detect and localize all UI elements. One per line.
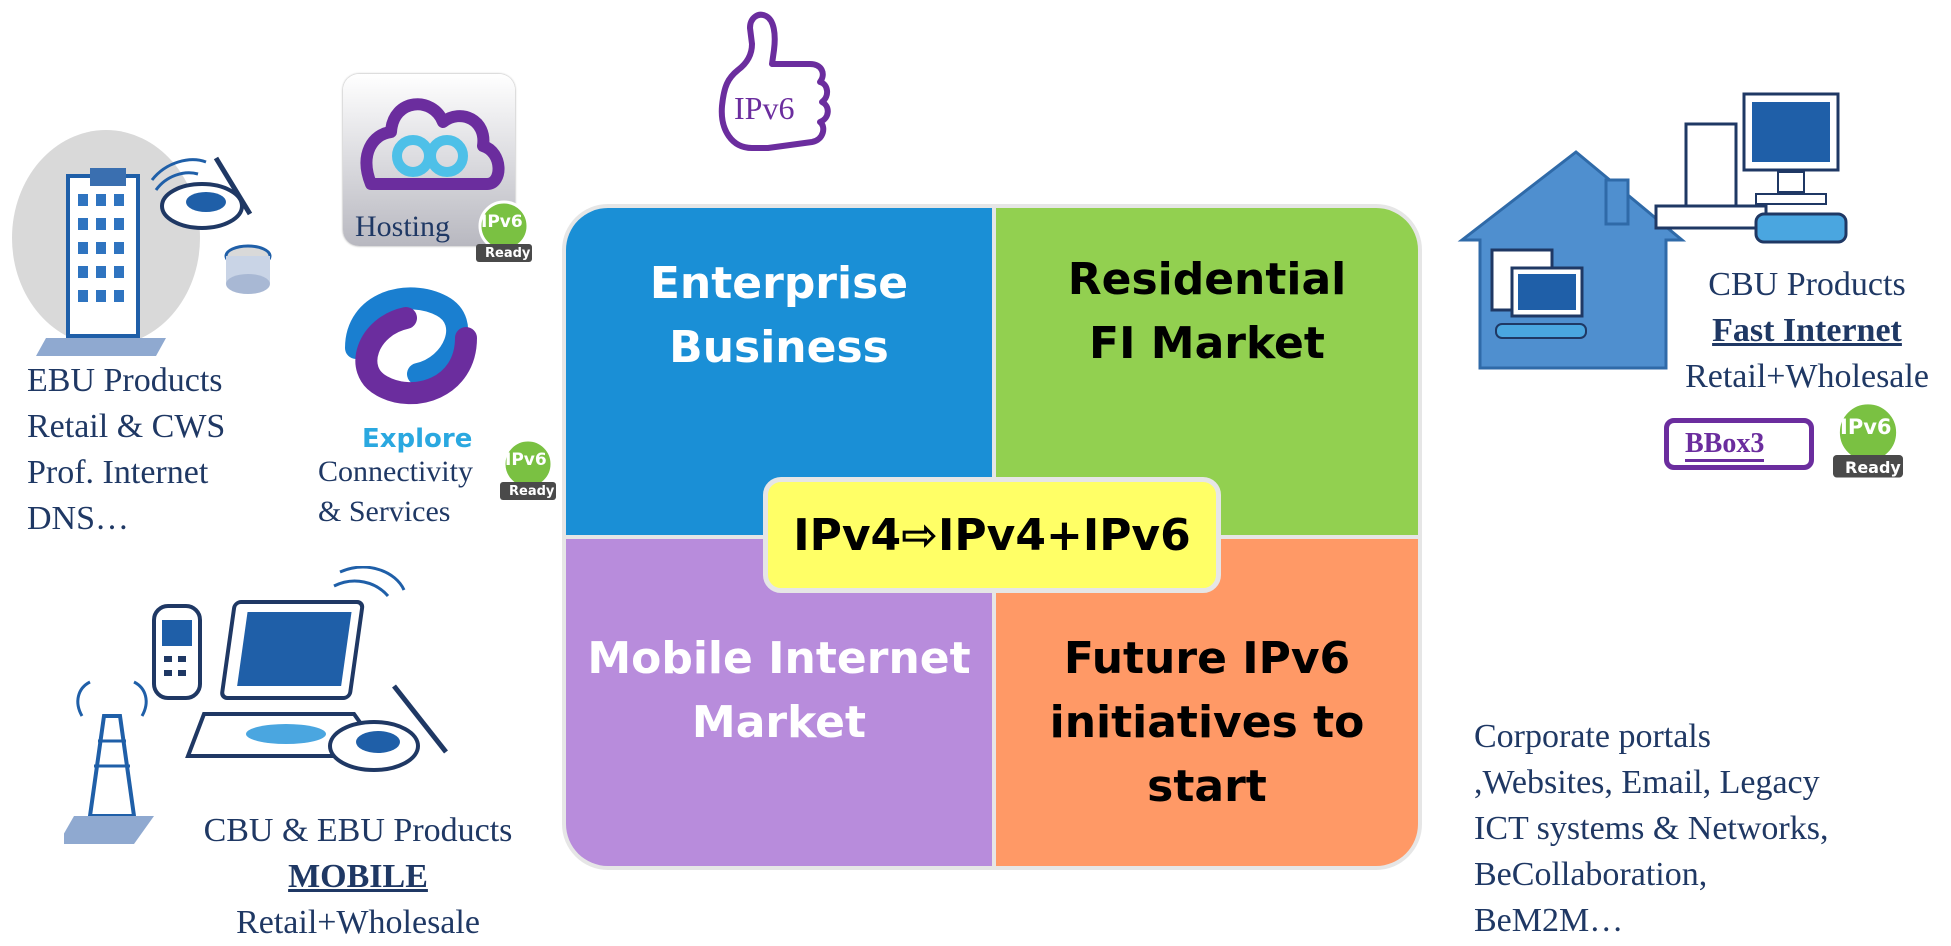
corporate-line1: Corporate portals [1474, 718, 1711, 755]
quadrant-future: Future IPv6 initiatives to start [996, 539, 1418, 866]
ipv6-ready-badge-icon: IPv6 Ready [472, 200, 536, 264]
explore-logo-icon: Explore [322, 262, 502, 462]
badge-top-text: IPv6 [1840, 415, 1892, 439]
explore-line1: Connectivity [318, 455, 473, 488]
transition-box: IPv4⇨IPv4+IPv6 [763, 477, 1221, 593]
cbu-line1: CBU Products [1708, 266, 1906, 303]
corporate-line5: BeM2M… [1474, 902, 1624, 939]
explore-logo-text: Explore [362, 424, 473, 454]
explore-line2: & Services [318, 495, 451, 528]
future-line2: initiatives to start [1049, 697, 1365, 812]
hosting-label: Hosting [355, 210, 451, 243]
cbu-text: CBU Products Fast Internet Retail+Wholes… [1662, 262, 1951, 400]
corporate-line4: BeCollaboration, [1474, 856, 1708, 893]
cbu-fast-internet: Fast Internet [1712, 312, 1902, 349]
corporate-text: Corporate portals ,Websites, Email, Lega… [1474, 714, 1934, 944]
badge-bottom-text: Ready [509, 484, 555, 499]
hosting-tile: Hosting [343, 74, 515, 246]
thumb-label: IPv6 [734, 90, 795, 126]
home-computer-illustration [1456, 90, 1856, 420]
mobile-line1: Mobile Internet [587, 633, 971, 684]
badge-bottom-text: Ready [485, 246, 531, 261]
mobile-line2: Market [691, 697, 867, 748]
residential-line2: FI Market [1089, 318, 1325, 369]
ipv6-ready-badge-icon: IPv6 Ready [496, 438, 560, 502]
quadrant-mobile: Mobile Internet Market [566, 539, 992, 866]
ebu-line4: DNS… [27, 500, 130, 537]
explore-text: Connectivity & Services [318, 452, 473, 532]
corporate-line3: ICT systems & Networks, [1474, 810, 1829, 847]
bbox3-logo: BBox3 [1664, 418, 1814, 470]
badge-bottom-text: Ready [1845, 458, 1901, 477]
ebu-text: EBU Products Retail & CWS Prof. Internet… [27, 358, 307, 542]
future-line1: Future IPv6 [1063, 633, 1351, 684]
enterprise-line2: Business [669, 322, 889, 373]
mobile-line1: CBU & EBU Products [203, 812, 513, 849]
ebu-line3: Prof. Internet [27, 454, 209, 491]
mobile-label: MOBILE [288, 858, 428, 895]
cbu-line3: Retail+Wholesale [1685, 358, 1929, 395]
office-building-illustration [6, 128, 296, 368]
hosting-logo-icon [360, 98, 505, 190]
ebu-line2: Retail & CWS [27, 408, 226, 445]
enterprise-line1: Enterprise [649, 258, 909, 309]
mobile-devices-illustration [58, 565, 464, 856]
badge-top-text: IPv6 [481, 212, 523, 232]
bbox3-label: BBox3 [1685, 429, 1765, 462]
transition-label: IPv4⇨IPv4+IPv6 [793, 509, 1191, 561]
residential-line1: Residential [1067, 254, 1347, 305]
mobile-line3: Retail+Wholesale [236, 904, 480, 941]
thumbs-up-icon: IPv6 [712, 8, 842, 158]
badge-top-text: IPv6 [505, 450, 547, 470]
ebu-line1: EBU Products [27, 362, 223, 399]
corporate-line2: ,Websites, Email, Legacy [1474, 764, 1820, 801]
ipv6-ready-badge-icon: IPv6 Ready [1828, 400, 1908, 480]
mobile-text: CBU & EBU Products MOBILE Retail+Wholesa… [178, 808, 538, 946]
